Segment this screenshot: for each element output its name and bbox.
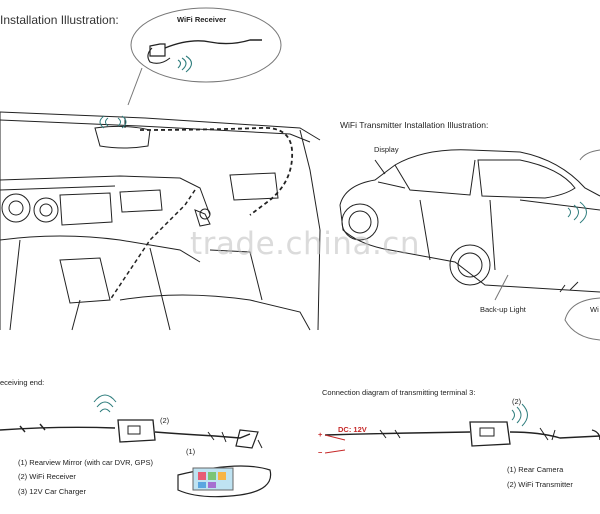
transmitter-wifi-signal-icon xyxy=(511,403,528,427)
transmitter-marker: (2) xyxy=(512,397,522,406)
display-label: Display xyxy=(374,145,399,154)
mirror-wifi-signal-icon xyxy=(99,115,127,129)
backup-light-pointer xyxy=(494,274,509,301)
receiving-end-title: eceiving end: xyxy=(0,378,45,387)
receiving-wiring xyxy=(0,394,272,498)
minus-terminal: − xyxy=(318,448,323,457)
car-exterior-drawing xyxy=(339,149,600,341)
dc-voltage-label: DC: 12V xyxy=(338,425,367,434)
wifi-signal-icon xyxy=(177,55,193,73)
rearview-mirror-shape xyxy=(94,125,151,149)
receiving-item-2: (2) WiFi Receiver xyxy=(18,472,76,481)
backup-light-label: Back-up Light xyxy=(480,305,526,314)
transmitting-title: Connection diagram of transmitting termi… xyxy=(322,388,476,397)
receiver-wifi-signal-icon xyxy=(93,394,117,413)
transmitting-wiring xyxy=(324,403,600,454)
installation-title: Installation Illustration: xyxy=(0,13,119,27)
mirror-marker: (1) xyxy=(186,447,196,456)
car-wifi-signal-icon xyxy=(567,201,587,224)
rearview-mirror-device xyxy=(177,465,272,498)
transmitter-installation-title: WiFi Transmitter Installation Illustrati… xyxy=(340,120,489,130)
receiving-item-3: (3) 12V Car Charger xyxy=(18,487,86,496)
receiver-marker: (2) xyxy=(160,416,170,425)
clipped-callout-label: Wi xyxy=(590,305,599,314)
plus-terminal: + xyxy=(318,430,323,439)
receiving-item-1: (1) Rearview Mirror (with car DVR, GPS) xyxy=(18,458,154,467)
transmitting-item-2: (2) WiFi Transmitter xyxy=(507,480,573,489)
wifi-receiver-box-icon xyxy=(149,43,166,57)
side-mirror-shape xyxy=(229,172,279,201)
receiver-module-box xyxy=(117,419,156,443)
display-pointer xyxy=(374,159,386,175)
transmitter-module-box xyxy=(469,421,511,447)
wifi-receiver-callout xyxy=(127,7,282,106)
watermark: trade.china.cn xyxy=(190,226,420,262)
wifi-receiver-label: WiFi Receiver xyxy=(177,15,227,24)
car-interior-drawing xyxy=(0,111,321,331)
transmitting-item-1: (1) Rear Camera xyxy=(507,465,564,474)
